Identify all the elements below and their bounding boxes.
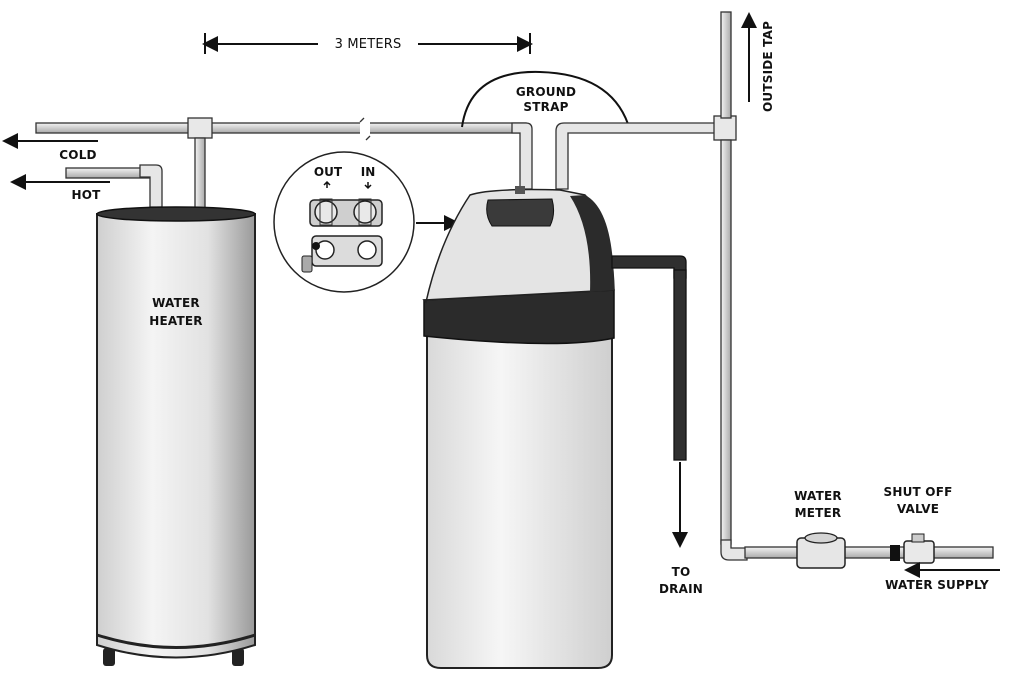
drain-line: TO DRAIN: [611, 255, 703, 596]
distance-dimension: 3 METERS: [202, 33, 533, 54]
ground-strap-label-1: GROUND: [516, 85, 576, 99]
supply-line: WATER METER SHUT OFF VALVE WATER SUPPLY: [744, 485, 1000, 592]
to-drain-label-1: TO: [672, 565, 691, 579]
to-drain-label-2: DRAIN: [659, 582, 703, 596]
cold-outlet: COLD: [2, 133, 98, 162]
outside-tap-label: OUTSIDE TAP: [761, 21, 775, 112]
water-supply-label: WATER SUPPLY: [885, 578, 989, 592]
main-cold-pipe: [35, 117, 533, 190]
valve-out-label: OUT: [314, 165, 343, 179]
water-heater: WATER HEATER: [96, 206, 256, 666]
water-meter-label-2: METER: [795, 506, 842, 520]
valve-in-label: IN: [361, 165, 376, 179]
shut-off-label-2: VALVE: [897, 502, 939, 516]
distance-label: 3 METERS: [335, 37, 402, 52]
water-softener: [422, 186, 615, 669]
softener-outlet-pipe: [555, 11, 748, 561]
cold-label: COLD: [59, 148, 96, 162]
water-heater-label-2: HEATER: [149, 314, 202, 328]
shut-off-valve: SHUT OFF VALVE: [884, 485, 953, 564]
hot-pipe: HOT: [10, 164, 163, 208]
water-heater-label-1: WATER: [152, 296, 200, 310]
ground-strap-label-2: STRAP: [523, 100, 568, 114]
bypass-valve-inset: OUT IN: [273, 151, 415, 293]
heater-cold-inlet: [194, 137, 206, 211]
ground-strap: GROUND STRAP: [461, 70, 629, 128]
outside-tap: OUTSIDE TAP: [741, 12, 775, 112]
water-meter: WATER METER: [794, 489, 846, 569]
water-meter-label-1: WATER: [794, 489, 842, 503]
shut-off-label-1: SHUT OFF: [884, 485, 953, 499]
hot-label: HOT: [71, 188, 101, 202]
